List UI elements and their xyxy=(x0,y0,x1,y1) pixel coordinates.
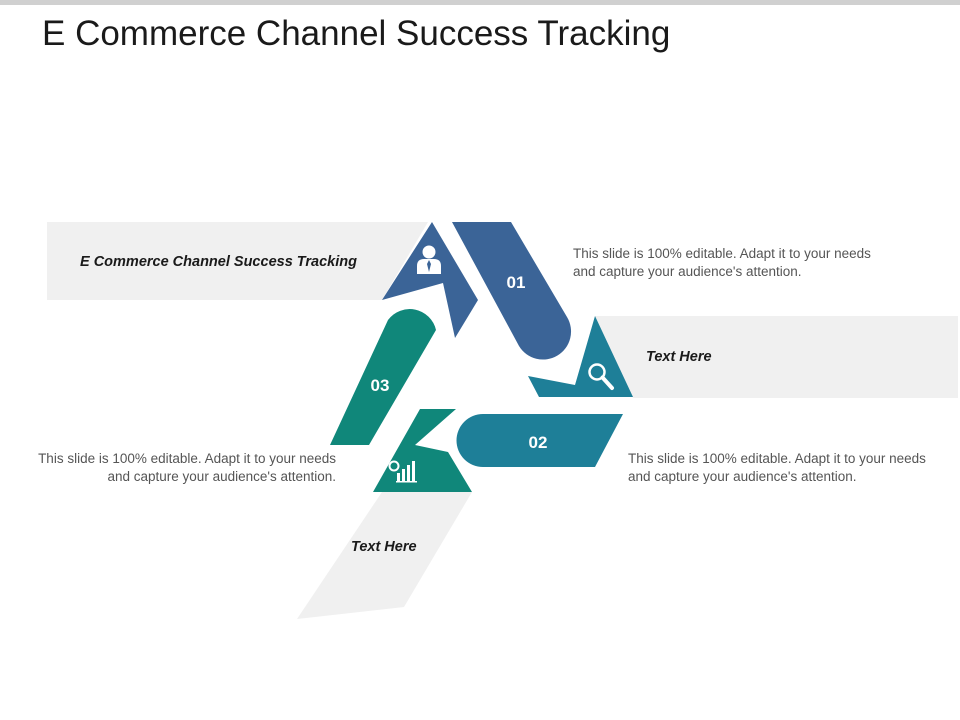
step-03-number: 03 xyxy=(370,376,390,395)
step-02-label: Text Here xyxy=(646,349,712,365)
banner-panel-right xyxy=(595,316,958,398)
magnifier-icon xyxy=(588,363,614,390)
arrow-01-head xyxy=(382,222,478,338)
step-02-number: 02 xyxy=(528,433,548,452)
arrow-03-head xyxy=(373,409,472,492)
arrow-03-body xyxy=(330,309,436,445)
step-01-number: 01 xyxy=(506,273,526,292)
banner-panel-bottom xyxy=(297,492,472,619)
page-title: E Commerce Channel Success Tracking xyxy=(42,14,671,53)
step-02-description: This slide is 100% editable. Adapt it to… xyxy=(628,451,926,484)
arrow-02-head xyxy=(528,316,633,397)
banner-panel-top-left xyxy=(47,222,428,300)
step-03-label: Text Here xyxy=(351,539,417,555)
arrow-01-body xyxy=(452,222,572,360)
bar-chart-icon xyxy=(388,460,417,483)
businessman-icon xyxy=(417,245,441,274)
arrow-02-body xyxy=(456,414,623,467)
step-03-description: This slide is 100% editable. Adapt it to… xyxy=(38,451,336,484)
top-accent-bar xyxy=(0,0,960,5)
step-01-description: This slide is 100% editable. Adapt it to… xyxy=(573,246,871,279)
banner-label: E Commerce Channel Success Tracking xyxy=(80,254,357,270)
